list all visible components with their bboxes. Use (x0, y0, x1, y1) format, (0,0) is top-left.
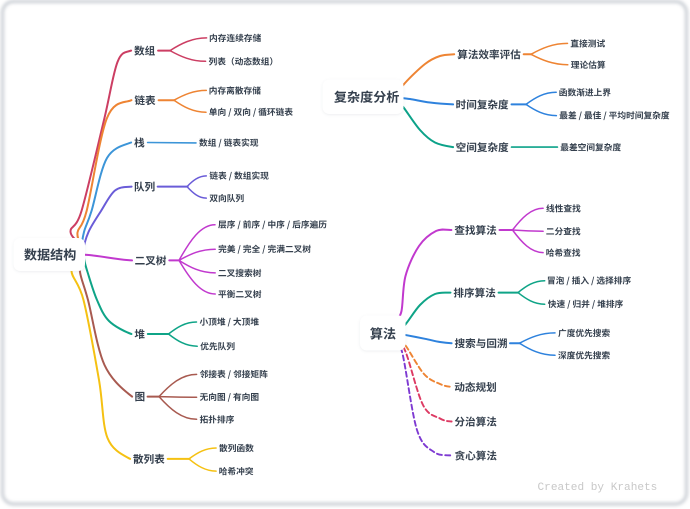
svg-text:Created by Krahets: Created by Krahets (538, 482, 658, 494)
